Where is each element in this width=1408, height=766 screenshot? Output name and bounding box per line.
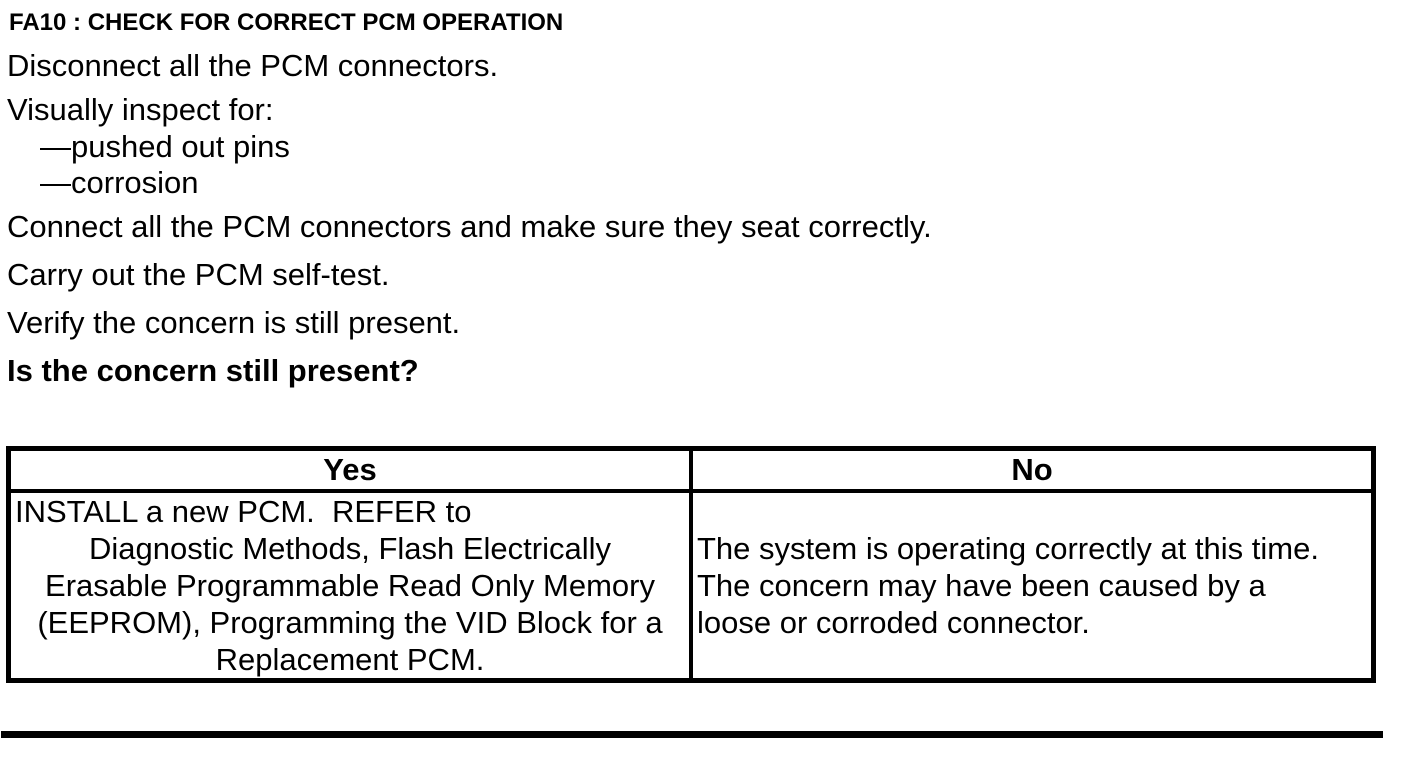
yes-action-line: (EEPROM), Programming the VID Block for … (37, 604, 663, 640)
no-action-line: loose or corroded connector. (697, 604, 1090, 640)
no-action-line: The system is operating correctly at thi… (697, 530, 1319, 566)
inspect-list-item-pushed-out-pins: —pushed out pins (40, 129, 290, 164)
yes-action-line: INSTALL a new PCM. REFER to (15, 493, 472, 529)
decision-question: Is the concern still present? (7, 353, 419, 388)
page-bottom-rule (1, 730, 1383, 738)
no-column-header: No (689, 446, 1376, 493)
yes-no-decision-table: Yes No INSTALL a new PCM. REFER to Diagn… (6, 446, 1376, 683)
yes-action-line: Erasable Programmable Read Only Memory (45, 567, 655, 603)
document-page: FA10 : CHECK FOR CORRECT PCM OPERATION D… (0, 8, 1408, 766)
step-disconnect-connectors: Disconnect all the PCM connectors. (7, 48, 499, 83)
yes-action-line: Diagnostic Methods, Flash Electrically (88, 530, 612, 566)
table-header-row: Yes No (6, 446, 1376, 493)
table-body-row: INSTALL a new PCM. REFER to Diagnostic M… (6, 488, 1376, 682)
inspect-list-item-corrosion: —corrosion (40, 165, 199, 200)
step-connect-connectors: Connect all the PCM connectors and make … (7, 209, 932, 244)
step-verify-concern: Verify the concern is still present. (7, 305, 461, 340)
no-action-line: The concern may have been caused by a (697, 567, 1266, 603)
procedure-title: FA10 : CHECK FOR CORRECT PCM OPERATION (9, 9, 564, 36)
yes-action-line: Replacement PCM. (215, 641, 485, 677)
step-visually-inspect: Visually inspect for: (7, 92, 274, 127)
step-pcm-self-test: Carry out the PCM self-test. (7, 257, 390, 292)
yes-column-header: Yes (6, 446, 693, 493)
yes-action-cell: INSTALL a new PCM. REFER to Diagnostic M… (6, 488, 693, 682)
inspect-list: —pushed out pins —corrosion (40, 129, 1408, 201)
no-action-cell: The system is operating correctly at thi… (689, 488, 1376, 682)
